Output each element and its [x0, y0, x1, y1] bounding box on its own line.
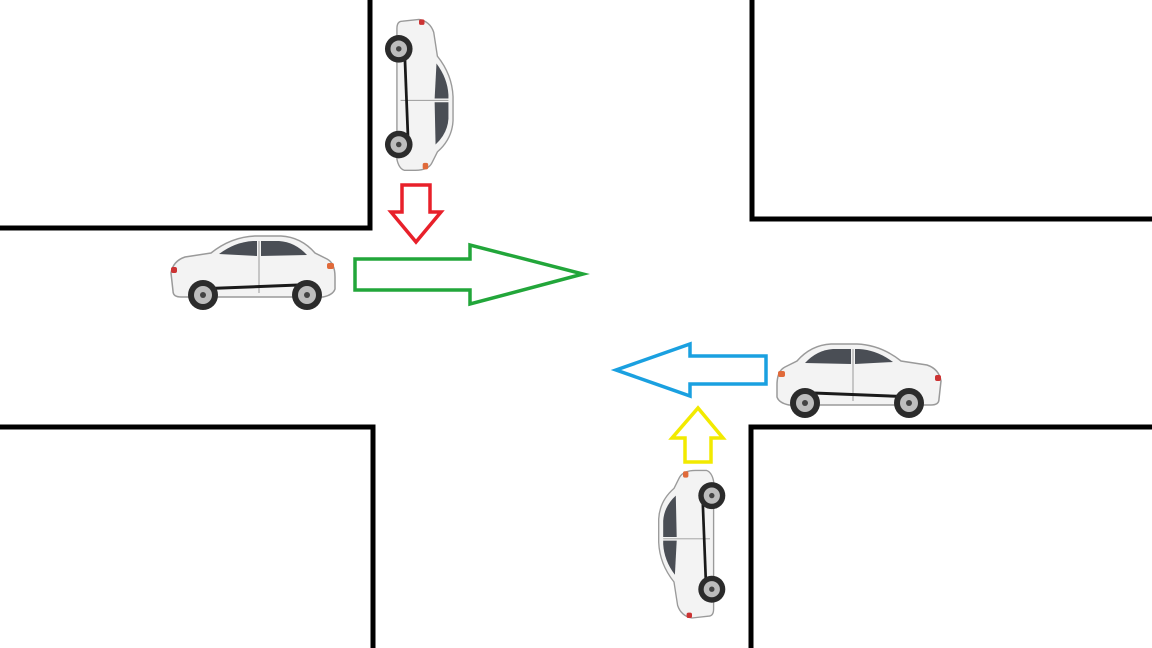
green-arrow: [353, 242, 590, 307]
curb-bottom-right: [748, 424, 1152, 648]
red-arrow: [387, 183, 445, 245]
car-north: [384, 18, 454, 171]
curb-top-right: [749, 0, 1152, 222]
curb-top-left: [0, 0, 373, 231]
curb-bottom-left: [0, 424, 376, 648]
yellow-arrow: [668, 405, 727, 464]
car-south: [658, 469, 726, 619]
blue-arrow: [610, 341, 768, 399]
car-west: [170, 235, 336, 311]
car-east: [776, 343, 942, 419]
